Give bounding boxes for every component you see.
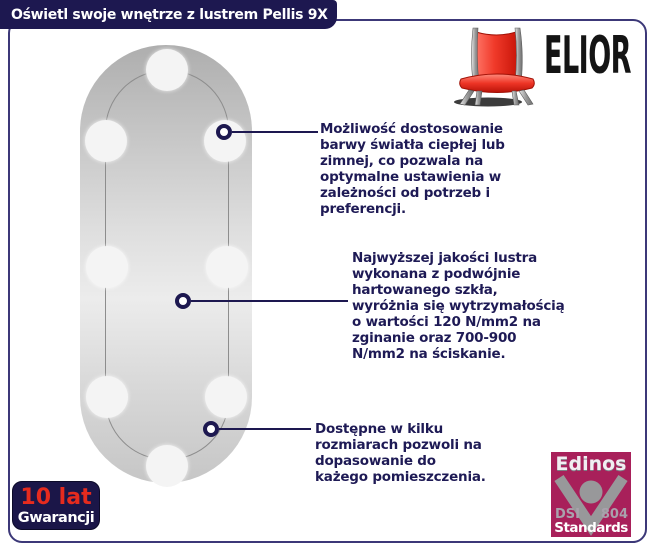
warranty-label: Gwarancji xyxy=(17,509,95,526)
callout-text-light-color: Możliwość dostosowanie barwy światła cie… xyxy=(320,121,505,217)
callout-line xyxy=(219,428,311,430)
led-light xyxy=(146,445,188,487)
led-light xyxy=(85,120,127,162)
red-chair-icon xyxy=(454,27,535,107)
edinos-804-label: 804 xyxy=(600,507,628,522)
edinos-dsi-label: DSI xyxy=(555,507,580,522)
edinos-standards-badge: Edinos DSI 804 Standards xyxy=(551,452,631,537)
edinos-v-icon xyxy=(554,474,628,536)
title-banner: Oświetl swoje wnętrze z lustrem Pellis 9… xyxy=(0,0,337,29)
callout-line xyxy=(232,131,318,133)
warranty-years: 10 lat xyxy=(20,484,92,510)
page-title: Oświetl swoje wnętrze z lustrem Pellis 9… xyxy=(11,6,328,23)
led-light xyxy=(205,376,247,418)
led-light xyxy=(206,246,248,288)
led-light xyxy=(86,246,128,288)
callout-ring-icon xyxy=(203,421,219,437)
warranty-badge: 10 lat Gwarancji xyxy=(12,481,100,530)
callout-ring-icon xyxy=(175,293,191,309)
callout-line xyxy=(191,300,348,302)
edinos-brand-name: Edinos xyxy=(555,453,627,475)
callout-text-sizes: Dostępne w kilku rozmiarach pozwoli na d… xyxy=(315,421,486,485)
brand-name: ELIOR xyxy=(544,26,631,86)
led-light xyxy=(146,49,188,91)
callout-text-glass-quality: Najwyższej jakości lustra wykonana z pod… xyxy=(352,250,565,362)
callout-ring-icon xyxy=(216,124,232,140)
brand-logo: ELIOR xyxy=(452,22,642,114)
led-light xyxy=(86,376,128,418)
edinos-standards-label: Standards xyxy=(554,520,628,536)
